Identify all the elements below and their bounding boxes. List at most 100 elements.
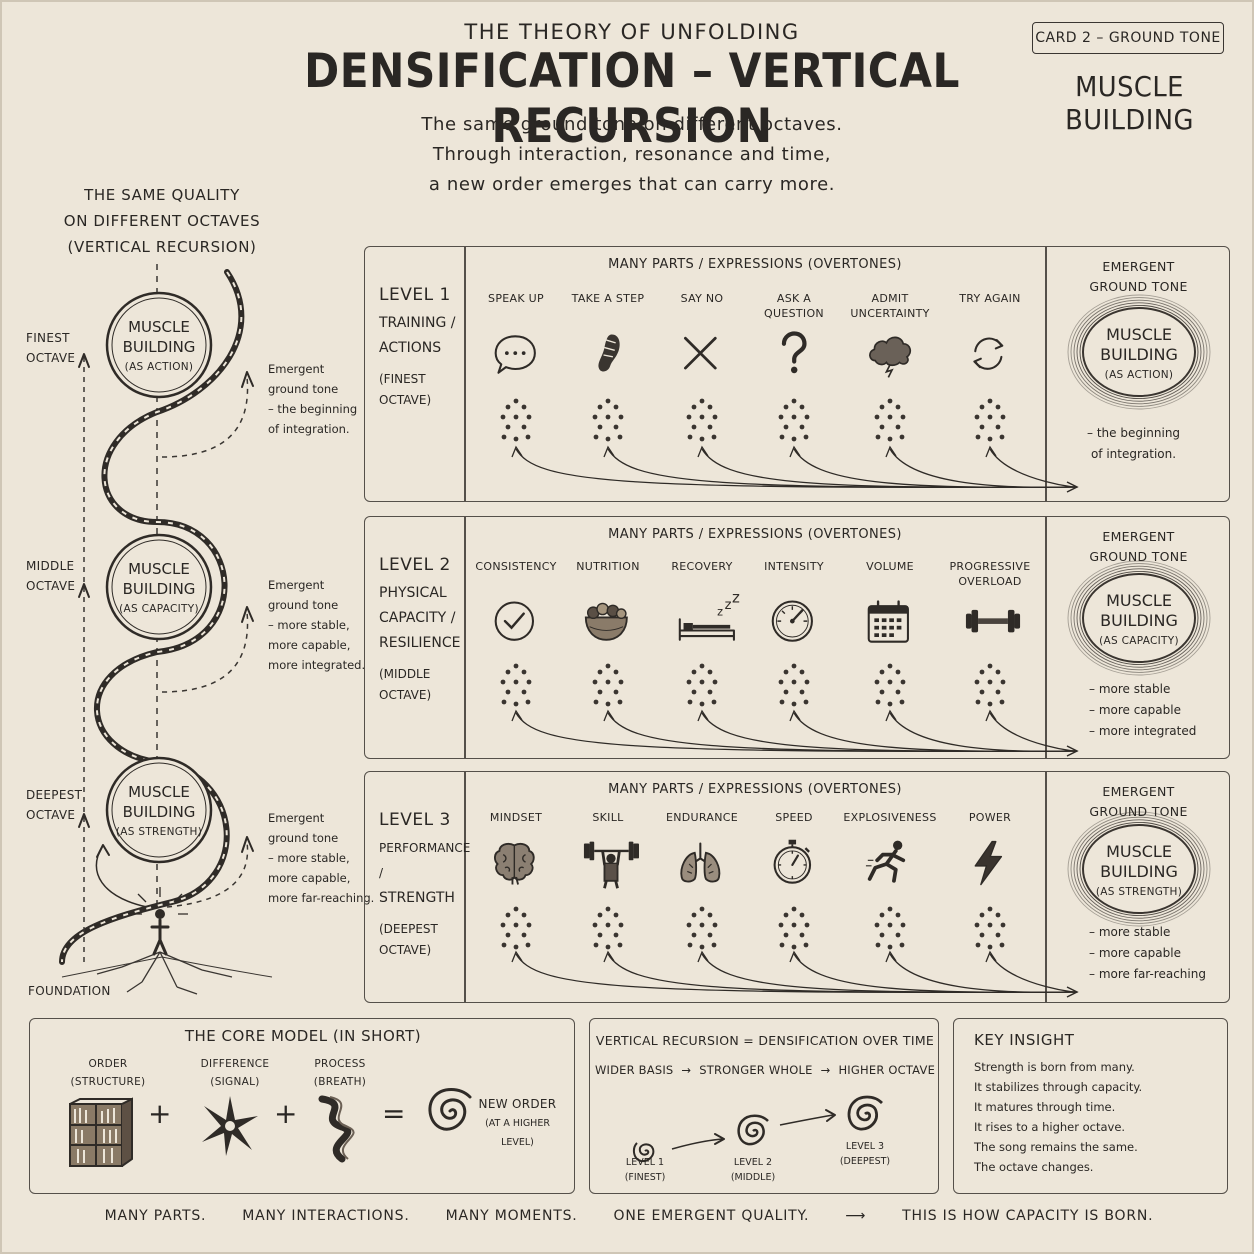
page-title: DENSIFICATION – VERTICAL RECURSION: [304, 44, 960, 154]
parts-header: MANY PARTS / EXPRESSIONS (OVERTONES): [608, 782, 902, 797]
parts-header: MANY PARTS / EXPRESSIONS (OVERTONES): [608, 527, 902, 542]
octave-label-line: OCTAVE: [26, 579, 76, 593]
overtone-dot-cluster: [974, 663, 1006, 707]
term-label-process: PROCESS (BREATH): [300, 1055, 380, 1091]
flow-step: WIDER BASIS: [594, 1063, 674, 1077]
emergent-note-finest: Emergent ground tone – the beginning of …: [268, 359, 357, 439]
note-line: ground tone: [268, 382, 339, 396]
left-heading-line: THE SAME QUALITY: [84, 186, 240, 204]
overtone-label-line: RECOVERY: [671, 560, 733, 573]
overtone-label-line: TAKE A STEP: [571, 292, 645, 305]
term-line: ORDER: [88, 1058, 128, 1070]
overtone-label-line: ENDURANCE: [666, 811, 738, 824]
spiral-icon-medium: [737, 1114, 769, 1146]
level-octave-line: OCTAVE): [379, 943, 432, 957]
convergence-arrows: [511, 950, 1079, 998]
emergent-note-line: – more far-reaching: [1089, 967, 1206, 981]
vertical-recursion-panel: VERTICAL RECURSION = DENSIFICATION OVER …: [589, 1018, 939, 1194]
overtone-dot-cluster: [686, 663, 718, 707]
lungs-icon: [680, 842, 721, 883]
footer-item: MANY MOMENTS.: [445, 1208, 578, 1224]
term-line: (STRUCTURE): [70, 1076, 146, 1088]
overtone-label-line: UNCERTAINTY: [850, 307, 930, 320]
octave-circle-finest: [105, 291, 213, 399]
insight-line: The octave changes.: [974, 1160, 1094, 1174]
emergent-header-line: EMERGENT: [1102, 784, 1175, 799]
term-line: DIFFERENCE: [200, 1058, 270, 1070]
note-line: Emergent: [268, 811, 325, 825]
svg-text:z: z: [717, 606, 723, 619]
level-desc-line: PERFORMANCE /: [379, 841, 471, 880]
footer-strip: MANY PARTS. MANY INTERACTIONS. MANY MOME…: [2, 1208, 1254, 1224]
overtone-label: RECOVERY: [647, 559, 757, 574]
octave-circle-middle: [105, 533, 213, 641]
recursion-spirals: [632, 1095, 883, 1163]
flow-arrow: →: [820, 1063, 831, 1077]
overtone-label-line: SAY NO: [680, 292, 724, 305]
emergent-notes: – more stable– more capable– more far-re…: [1089, 922, 1206, 985]
note-line: Emergent: [268, 578, 325, 592]
emergent-header-line: GROUND TONE: [1089, 549, 1188, 564]
overtone-label: MINDSET: [461, 810, 571, 825]
overtone-label-line: INTENSITY: [764, 560, 824, 573]
emergent-name-line: MUSCLE: [1106, 842, 1172, 861]
level-title: LEVEL 3: [379, 810, 451, 830]
level-octave-line: (FINEST: [379, 372, 426, 386]
panel-divider: [1045, 517, 1047, 758]
emergent-header-line: GROUND TONE: [1089, 279, 1188, 294]
dumbbell-icon: [965, 609, 1021, 633]
overtone-dot-cluster: [686, 906, 718, 950]
core-model-title: THE CORE MODEL (IN SHORT): [184, 1027, 422, 1045]
overtone-dot-cluster: [974, 398, 1006, 442]
emergent-ring: [1067, 560, 1211, 676]
overtone-label: NUTRITION: [553, 559, 663, 574]
recursion-level-3: LEVEL 3 (DEEPEST): [830, 1139, 900, 1169]
bookshelf-icon: [69, 1097, 133, 1167]
equals-sign: =: [382, 1097, 406, 1130]
overtone-label: SKILL: [553, 810, 663, 825]
flow-arrow: →: [681, 1063, 692, 1077]
overtone-label-line: TRY AGAIN: [959, 292, 1021, 305]
sprinter-icon: [865, 840, 906, 883]
emergent-header: EMERGENT GROUND TONE: [1046, 527, 1231, 567]
emergent-header-line: EMERGENT: [1102, 529, 1175, 544]
overtone-label: SAY NO: [647, 291, 757, 306]
emergent-note-line: – more stable: [1089, 925, 1171, 939]
octave-circle-text-middle: MUSCLE BUILDING (AS CAPACITY): [109, 559, 209, 619]
overtone-label: POWER: [935, 810, 1045, 825]
octave-label-deepest: DEEPEST OCTAVE: [26, 785, 82, 825]
result-label: NEW ORDER (AT A HIGHER LEVEL): [470, 1095, 565, 1152]
insight-line: Strength is born from many.: [974, 1060, 1135, 1074]
note-line: more capable,: [268, 638, 351, 652]
pretitle: THE THEORY OF UNFOLDING: [464, 20, 800, 44]
emergent-note-line: – more integrated: [1089, 724, 1197, 738]
intro-line: The same ground tone on different octave…: [421, 114, 843, 135]
term-label-difference: DIFFERENCE (SIGNAL): [180, 1055, 290, 1091]
overtone-dot-cluster: [874, 663, 906, 707]
octave-label-line: DEEPEST: [26, 788, 83, 802]
convergence-arrows: [511, 709, 1079, 757]
weightlifter-icon: [583, 841, 639, 889]
recursion-level-line: LEVEL 1: [625, 1157, 665, 1168]
emergent-sub: (AS STRENGTH): [1095, 886, 1183, 898]
overtone-label-line: EXPLOSIVENESS: [843, 811, 937, 824]
speech-bubble-icon: [494, 335, 536, 374]
spiral-icon: [428, 1088, 472, 1131]
overtone-dot-cluster: [686, 398, 718, 442]
overtone-label: CONSISTENCY: [461, 559, 571, 574]
level-desc: PERFORMANCE /STRENGTH: [379, 836, 471, 911]
note-line: – more stable,: [268, 851, 350, 865]
circle-sub: (AS ACTION): [124, 361, 194, 373]
octave-label-middle: MIDDLE OCTAVE: [26, 556, 75, 596]
intro-line: Through interaction, resonance and time,: [432, 144, 832, 165]
circle-title-line: MUSCLE: [128, 318, 190, 336]
emergent-ring: [1067, 811, 1211, 927]
panel-divider: [464, 247, 466, 501]
emergent-note-deepest: Emergent ground tone – more stable, more…: [268, 808, 374, 908]
